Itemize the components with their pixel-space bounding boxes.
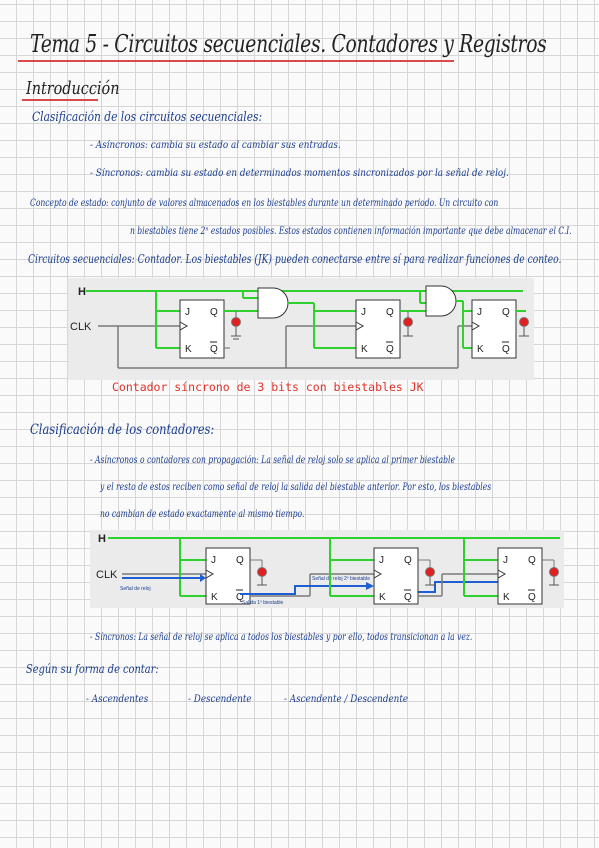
clk-label: CLK [70,321,92,333]
title-underline [18,60,454,62]
and-gate-2 [425,285,457,317]
jk-flipflop-a3: J Q K Q [497,547,543,605]
svg-text:J: J [379,555,384,566]
svg-text:Q: Q [386,344,394,355]
svg-text:Q: Q [528,555,536,566]
svg-text:Q: Q [236,592,244,603]
svg-text:J: J [211,555,216,566]
jk-flipflop-1: J Q K Q [179,299,225,359]
forma-contar-heading: Según su forma de contar: [26,662,159,676]
list-item: - Síncronos: cambia su estado en determi… [90,168,509,179]
asynchronous-counter-diagram: H CLK J Q K Q Señal de reloj Salida 1º b… [90,530,564,608]
sincronos-text: - Síncronos: La señal de reloj se aplica… [90,632,473,643]
annotation-senal-reloj: Señal de reloj [120,586,151,592]
asincronos-line1: - Asíncronos o contadores con propagació… [90,455,455,466]
clasif-contadores-heading: Clasificación de los contadores: [30,422,215,438]
jk-flipflop-a1: J Q K Q [205,547,251,605]
svg-text:Q: Q [404,555,412,566]
svg-text:Q: Q [210,344,218,355]
jk-flipflop-2: J Q K Q [355,299,401,359]
svg-text:Q: Q [502,307,510,318]
svg-text:K: K [503,592,510,603]
clk-label-2: CLK [96,569,118,581]
forma-contar-option: - Descendente [188,694,252,705]
svg-text:J: J [361,307,366,318]
svg-text:K: K [379,592,386,603]
list-item: - Asíncronos: cambia su estado al cambia… [90,140,341,151]
h-label: H [78,286,86,298]
annotation-senal-reloj-2: Señal de reloj 2º biestable [312,576,370,582]
annotation-salida-1: Salida 1º biestable [242,600,284,606]
forma-contar-option: - Ascendente / Descendente [284,694,409,705]
and-gate-1 [257,287,289,319]
h-label-2: H [98,533,106,545]
svg-text:Q: Q [236,555,244,566]
svg-text:J: J [503,555,508,566]
page-title: Tema 5 - Circuitos secuenciales. Contado… [30,30,547,58]
circuitos-secuenciales-text: Circuitos secuenciales: Contador. Los bi… [28,252,562,266]
jk-flipflop-a2: J Q K Q [373,547,419,605]
svg-text:J: J [185,307,190,318]
svg-text:J: J [477,307,482,318]
svg-text:K: K [361,344,368,355]
svg-text:Q: Q [528,592,536,603]
clasif-secuenciales-heading: Clasificación de los circuitos secuencia… [32,110,263,125]
intro-heading: Introducción [26,78,120,99]
svg-text:K: K [477,344,484,355]
svg-text:Q: Q [210,307,218,318]
asincronos-line3: no cambian de estado exactamente al mism… [100,509,305,520]
svg-text:Q: Q [502,344,510,355]
svg-text:K: K [211,592,218,603]
intro-underline [22,99,98,101]
concepto-estado-line1: Concepto de estado: conjunto de valores … [30,198,499,209]
forma-contar-option: - Ascendentes [86,694,149,705]
synchronous-counter-diagram: H CLK J Q K Q J Q K Q [68,278,534,380]
svg-text:K: K [185,344,192,355]
figure1-caption: Contador síncrono de 3 bits con biestabl… [112,380,424,394]
svg-text:Q: Q [386,307,394,318]
jk-flipflop-3: J Q K Q [471,299,517,359]
asincronos-line2: y el resto de estos reciben como señal d… [100,482,492,493]
svg-text:Q: Q [404,592,412,603]
concepto-estado-line2: n biestables tiene 2ⁿ estados posibles. … [130,226,572,237]
